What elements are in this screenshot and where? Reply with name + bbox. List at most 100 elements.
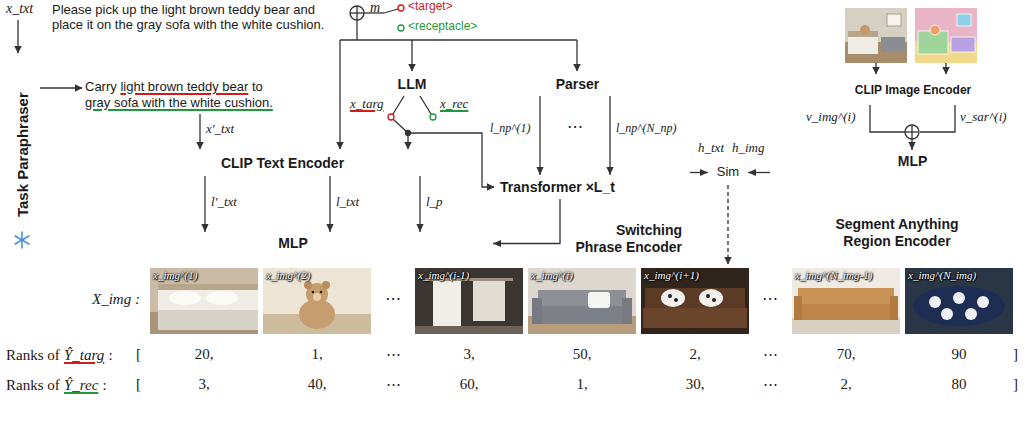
image-id-label: x_img^(i-1): [418, 269, 469, 282]
node-label: Transformer ×L_t: [500, 179, 615, 196]
connector: [416, 176, 423, 232]
image-leather-sofa: [641, 268, 749, 334]
rank-value: 90: [952, 346, 967, 363]
wires: [18, 9, 955, 264]
encoder-trapezoid: CLIP Image Encoder: [838, 75, 988, 105]
instruction-text: Please pick up the light brown teddy bea…: [52, 2, 337, 32]
connector-line: [204, 176, 205, 232]
paraphrase-word: Carry: [85, 79, 117, 95]
encoder-trapezoid: CLIP Text Encoder: [95, 150, 470, 176]
switch-option: <receptacle>: [408, 20, 477, 34]
similarity-box: Sim: [708, 160, 748, 185]
variable-label: v_sar^(i): [960, 110, 1007, 125]
text-flow: Carrylight brown teddy beartogray sofa w…: [85, 79, 315, 110]
rank-value: 80: [952, 376, 967, 393]
process-box: LLM: [388, 72, 436, 96]
variable-label: x_txt: [6, 1, 33, 17]
node-label: Parser: [556, 76, 600, 93]
arrowhead: [700, 169, 708, 176]
rank-value: 40,: [308, 376, 327, 393]
rank-value: 50,: [573, 346, 592, 363]
node-label: Task Paraphraser: [14, 93, 31, 218]
row-label: :: [103, 376, 107, 394]
rank-value: 3,: [463, 346, 474, 363]
bracket: [: [136, 376, 141, 393]
image-gray-sofa: [528, 268, 636, 334]
rank-value: 2,: [689, 346, 700, 363]
edge-label: h_txt: [698, 140, 724, 156]
row-label: Ranks of: [6, 376, 60, 394]
variable-label: m: [370, 0, 380, 16]
target-phrase: light brown teddy bear: [120, 79, 248, 95]
rank-value: 70,: [837, 346, 856, 363]
panel-heading: Switching Phrase Encoder: [570, 222, 682, 256]
node-label: CLIP Image Encoder: [855, 83, 971, 97]
arrowhead: [493, 240, 501, 247]
snowflake-icon: [15, 232, 29, 248]
node-label: MLP: [898, 153, 928, 170]
bracket: [: [136, 346, 141, 363]
rank-value: ⋯: [763, 376, 778, 393]
connector-line: [609, 96, 610, 175]
node-label: Sim: [717, 165, 739, 180]
trapezoid-shape: [839, 76, 988, 105]
sum-symbol: [350, 6, 364, 20]
variable-label: l_p: [426, 195, 443, 210]
image-dining-table: [905, 268, 1013, 334]
edge-label: h_img: [732, 140, 765, 156]
connector-line: [870, 105, 912, 150]
sum-symbol: [905, 125, 919, 139]
text-flow: Ranks ofŶ_rec:: [6, 376, 111, 394]
set-label: X_img :: [92, 291, 140, 308]
rank-value: ⋯: [386, 376, 401, 393]
connector-line: [419, 176, 420, 232]
rank-value: 1,: [576, 376, 587, 393]
bracket: ]: [1013, 346, 1018, 363]
image-teddy-bear: [263, 268, 371, 334]
image-id-label: x_img^(i+1): [644, 269, 699, 282]
image-id-label: x_img^(1): [153, 269, 197, 282]
ellipsis: ⋯: [385, 290, 401, 308]
image-bedroom: [150, 268, 258, 334]
segmentation-map: [915, 8, 977, 63]
room-photo: [845, 8, 907, 63]
image-id-label: x_img^(2): [266, 269, 310, 282]
rank-value: 60,: [460, 376, 479, 393]
rank-value: 20,: [195, 346, 214, 363]
connector-line: [539, 96, 540, 175]
row-label: Ranks of: [6, 346, 60, 364]
image-id-label: x_img^(N_img): [908, 269, 976, 282]
arrowhead: [908, 142, 915, 150]
connector: [748, 169, 770, 176]
node-label: MLP: [278, 235, 308, 252]
node-label: LLM: [398, 76, 427, 93]
bracket: ]: [1013, 376, 1018, 393]
connector: [606, 96, 613, 175]
arrowhead: [201, 224, 208, 232]
rank-value: 30,: [686, 376, 705, 393]
variable-label: x'_txt: [206, 122, 234, 137]
variable-label: l_np^(N_np): [616, 122, 676, 136]
image-towels: [415, 268, 523, 334]
panel-heading: Segment Anything Region Encoder: [822, 216, 972, 250]
receptacle-variable: x_rec: [440, 97, 468, 112]
arrowhead: [416, 224, 423, 232]
text-flow: Ranks ofŶ_targ:: [6, 346, 117, 364]
arrowhead: [536, 167, 543, 175]
connector-line: [329, 176, 330, 232]
connector: [493, 199, 560, 247]
variable-label: l_txt: [336, 195, 359, 210]
arrowhead: [326, 224, 333, 232]
rank-value: ⋯: [386, 346, 401, 363]
arrowhead: [606, 167, 613, 175]
paraphrase-word: to: [252, 79, 263, 95]
ellipsis: ⋯: [762, 290, 778, 308]
connector-line: [493, 199, 560, 244]
encoder-panel: Segment Anything Region Encoder CLIP Imag…: [770, 3, 1025, 258]
frozen-module: Task Paraphraser: [5, 55, 40, 255]
image-id-label: x_img^(N_img-1): [795, 269, 872, 282]
process-box: Parser: [530, 72, 625, 96]
process-box: MLP: [93, 232, 493, 255]
connector: [326, 176, 333, 232]
